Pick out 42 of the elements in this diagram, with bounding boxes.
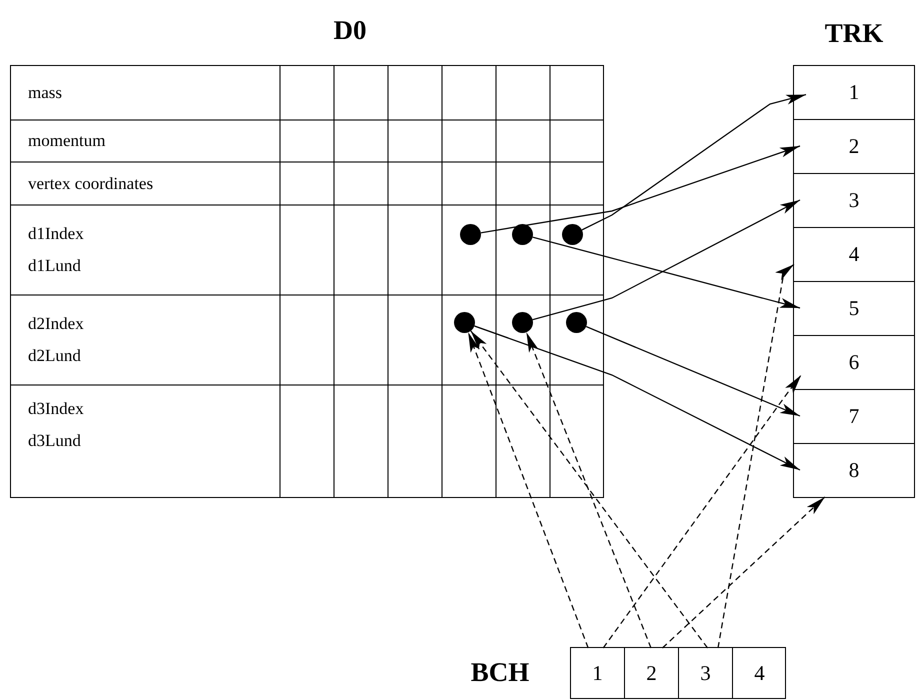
row-number: 1	[793, 65, 915, 119]
dot-marker	[460, 224, 481, 245]
row-number: 4	[793, 227, 915, 281]
field-label: d1Index	[28, 224, 84, 244]
arrow	[474, 325, 800, 471]
row-number: 6	[793, 335, 915, 389]
slot-number: 2	[624, 647, 678, 699]
row-number: 5	[793, 281, 915, 335]
field-label: d3Lund	[28, 431, 81, 451]
dashed-arrow	[662, 496, 826, 648]
slot-number: 4	[732, 647, 786, 699]
slot-number: 1	[570, 647, 624, 699]
dashed-arrow	[717, 264, 794, 648]
field-label: d1Lund	[28, 256, 81, 276]
dashed-arrow	[526, 332, 652, 648]
row-number: 8	[793, 443, 915, 497]
dot-marker	[566, 312, 587, 333]
field-label: d2Lund	[28, 346, 81, 366]
row-number: 7	[793, 389, 915, 443]
field-label: vertex coordinates	[10, 162, 280, 205]
dot-marker	[454, 312, 475, 333]
field-label: mass	[10, 65, 280, 120]
row-number: 3	[793, 173, 915, 227]
arrow	[582, 94, 806, 230]
arrow	[532, 199, 800, 320]
dot-marker	[562, 224, 583, 245]
field-label: d3Index	[28, 399, 84, 419]
dot-marker	[512, 224, 533, 245]
arrow	[532, 236, 800, 309]
table-title: BCH	[470, 656, 530, 689]
table-title: TRK	[824, 16, 884, 50]
arrow	[480, 145, 800, 234]
dashed-arrow	[468, 332, 589, 648]
field-label: momentum	[10, 120, 280, 162]
arrow	[586, 326, 800, 417]
dot-marker	[512, 312, 533, 333]
dashed-arrow	[602, 374, 802, 648]
dashed-arrow	[470, 330, 708, 648]
row-number: 2	[793, 119, 915, 173]
table-title: D0	[332, 14, 368, 46]
slot-number: 3	[678, 647, 732, 699]
field-label: d2Index	[28, 314, 84, 334]
